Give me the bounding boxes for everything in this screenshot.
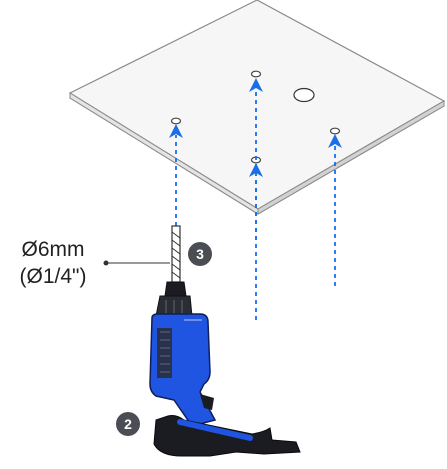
guide-arrows <box>169 78 342 320</box>
screw-hole-left <box>170 117 182 125</box>
drill-trigger <box>200 394 214 410</box>
step-badge-bit: 3 <box>188 242 212 266</box>
screw-hole-top <box>250 70 262 78</box>
bit-size-imperial-label: (Ø1/4") <box>19 265 87 288</box>
upward-arrow-icon <box>328 134 342 286</box>
bit-size-callout: Ø6mm (Ø1/4") <box>0 236 106 290</box>
drill-icon <box>149 281 301 457</box>
screw-hole-right <box>329 127 341 135</box>
center-hole <box>293 87 315 103</box>
upward-arrow-icon <box>249 163 263 240</box>
ceiling-panel-right-side <box>257 100 445 215</box>
drill-bit-icon <box>103 225 181 283</box>
bit-size-metric-label: Ø6mm <box>21 238 85 261</box>
ceiling-panel-face <box>68 0 446 210</box>
ceiling-panel-icon <box>68 0 446 215</box>
step-badge-drill: 2 <box>116 412 140 436</box>
drill-chuck <box>164 281 187 297</box>
